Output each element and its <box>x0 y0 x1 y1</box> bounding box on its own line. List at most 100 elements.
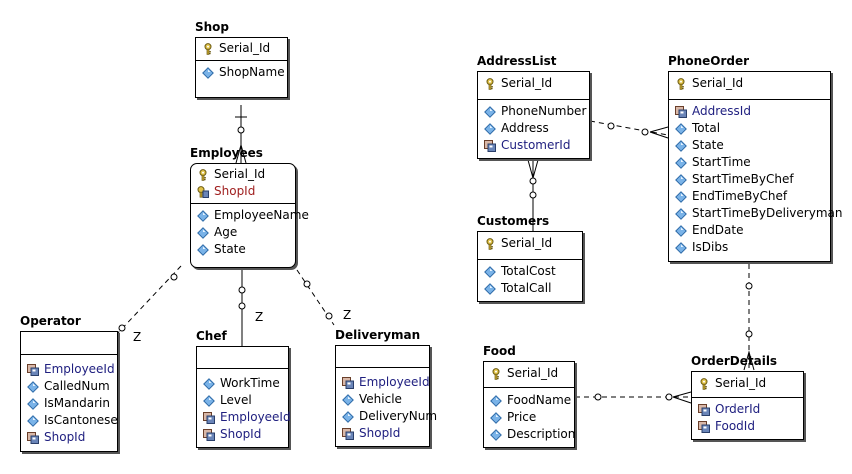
attr-label: EmployeeId <box>44 362 115 376</box>
key-icon <box>675 78 687 90</box>
attr-row: ShopName <box>202 64 287 81</box>
entity-shop[interactable]: Shop Serial_Id ShopName <box>195 20 288 98</box>
addresslist-phoneorder-crowfoot <box>649 126 669 139</box>
addresslist-customers-circle1 <box>529 177 537 185</box>
attr-row: Address <box>484 120 589 137</box>
phoneorder-orderdetails-circle1 <box>745 282 753 290</box>
chef-z-label: Z <box>255 310 264 324</box>
entity-orderdetails[interactable]: OrderDetails Serial_Id OrderId FoodId <box>691 354 804 440</box>
attr-label: TotalCall <box>501 281 552 295</box>
entity-title: PhoneOrder <box>668 54 750 68</box>
attr-row: Price <box>490 409 574 426</box>
diamond-icon <box>27 381 39 393</box>
attr-label: CalledNum <box>44 379 110 393</box>
foreign-key-icon <box>197 186 209 198</box>
entity-title: OrderDetails <box>691 354 778 368</box>
attr-label: State <box>692 138 724 152</box>
attr-label: TotalCost <box>501 264 556 278</box>
attr-label: FoodName <box>507 393 572 407</box>
attr-label: CustomerId <box>501 138 571 152</box>
attr-label: EndDate <box>692 223 744 237</box>
foreign-key-icon <box>675 106 687 118</box>
entity-title: Deliveryman <box>335 328 421 342</box>
addresslist-customers-circle2 <box>529 191 537 199</box>
entity-title: Employees <box>190 146 263 160</box>
diamond-icon <box>203 395 215 407</box>
key-icon <box>197 169 209 181</box>
diamond-icon <box>197 244 209 256</box>
diamond-icon <box>484 283 496 295</box>
diamond-icon <box>197 227 209 239</box>
attr-label: Serial_Id <box>715 376 767 390</box>
attr-label: Serial_Id <box>214 167 266 181</box>
key-icon <box>484 78 496 90</box>
attr-label: IsCantonese <box>44 413 118 427</box>
entity-phoneorder[interactable]: PhoneOrder Serial_Id AddressId Total Sta… <box>668 54 842 262</box>
attr-row: Vehicle <box>342 391 429 408</box>
attr-label: FoodId <box>715 419 755 433</box>
pk-fk-row: ShopId <box>197 183 295 200</box>
diamond-icon <box>484 123 496 135</box>
phoneorder-orderdetails-circle2 <box>745 330 753 338</box>
employees-operator-circle <box>170 273 178 281</box>
entity-addresslist[interactable]: AddressList Serial_Id PhoneNumber Addres… <box>477 54 590 159</box>
key-icon <box>484 238 496 250</box>
attr-label: StartTimeByChef <box>692 172 794 186</box>
attr-label: Age <box>214 225 238 239</box>
attr-row: DeliveryNum <box>342 408 437 425</box>
employees-chef-circle <box>238 286 246 294</box>
shop-employees-optional-mark <box>237 126 245 134</box>
attr-label: ShopId <box>359 426 401 440</box>
attr-label: ShopId <box>44 430 86 444</box>
attr-row: State <box>675 137 830 154</box>
operator-z-label: Z <box>133 330 142 344</box>
pk-row: Serial_Id <box>202 40 287 57</box>
entity-title: Customers <box>477 214 550 228</box>
entity-food[interactable]: Food Serial_Id FoodName Price Descriptio… <box>483 344 576 448</box>
entity-title: AddressList <box>477 54 557 68</box>
addresslist-phoneorder-line <box>589 120 669 136</box>
attr-label: Description <box>507 427 576 441</box>
key-icon <box>698 378 710 390</box>
entity-operator[interactable]: Operator EmployeeId CalledNum IsMandarin… <box>20 314 118 452</box>
attr-label: StartTimeByDeliveryman <box>692 206 843 220</box>
employees-operator-line <box>115 265 182 336</box>
attr-row: EndTimeByChef <box>675 188 830 205</box>
entity-title: Chef <box>196 329 227 343</box>
attr-label: Serial_Id <box>507 366 559 380</box>
diamond-icon <box>27 398 39 410</box>
food-orderdetails-circle2 <box>665 393 673 401</box>
diamond-icon <box>342 394 354 406</box>
attr-row: WorkTime <box>203 375 288 392</box>
diamond-icon <box>675 123 687 135</box>
attr-label: IsDibs <box>692 240 729 254</box>
attr-row: IsCantonese <box>27 412 118 429</box>
attr-row: PhoneNumber <box>484 103 589 120</box>
diamond-icon <box>675 140 687 152</box>
attr-label: Address <box>501 121 549 135</box>
entity-deliveryman[interactable]: Deliveryman EmployeeId Vehicle DeliveryN… <box>335 328 437 447</box>
attr-row: IsMandarin <box>27 395 117 412</box>
attr-label: Total <box>692 121 721 135</box>
deliveryman-end-circle <box>325 312 333 320</box>
fk-row: ShopId <box>342 425 429 442</box>
diamond-icon <box>197 210 209 222</box>
pk-row: Serial_Id <box>698 375 803 392</box>
diamond-icon <box>675 242 687 254</box>
attr-label: ShopName <box>219 65 285 79</box>
entity-customers[interactable]: Customers Serial_Id TotalCost TotalCall <box>477 214 583 302</box>
diamond-icon <box>675 225 687 237</box>
attr-label: EmployeeName <box>214 208 309 222</box>
entity-chef[interactable]: Chef WorkTime Level EmployeeId ShopId <box>196 329 291 448</box>
entity-employees[interactable]: Employees Serial_Id ShopId EmployeeName … <box>190 146 309 268</box>
pk-row: Serial_Id <box>675 75 830 92</box>
pk-row: Serial_Id <box>490 365 574 382</box>
diamond-icon <box>27 415 39 427</box>
diamond-icon <box>675 191 687 203</box>
pk-row: Serial_Id <box>484 235 582 252</box>
food-orderdetails-crowfoot <box>672 391 692 404</box>
fk-row: OrderId <box>698 401 803 418</box>
foreign-key-icon <box>27 432 39 444</box>
diamond-icon <box>675 157 687 169</box>
